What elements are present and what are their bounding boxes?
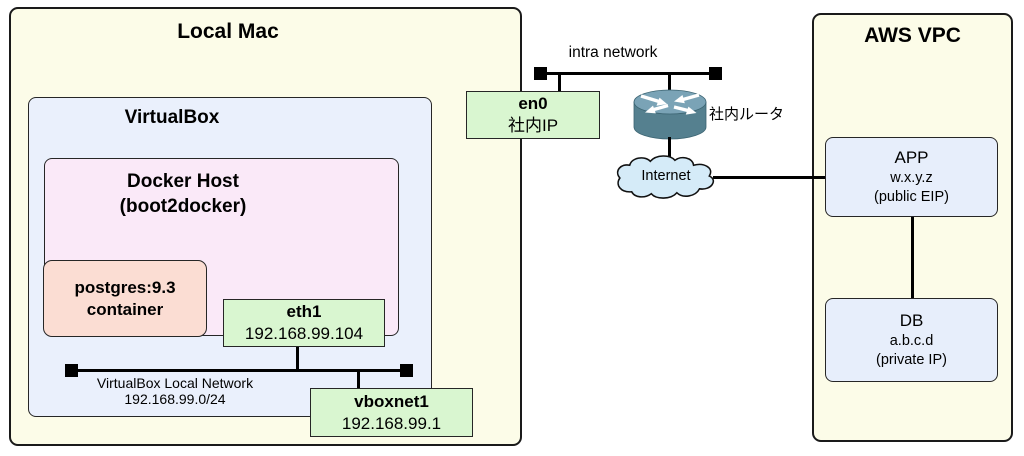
eth1-connector: [296, 345, 299, 369]
app-box: APP w.x.y.z (public EIP): [825, 137, 998, 217]
en0-box: en0 社内IP: [466, 91, 600, 139]
app-address: w.x.y.z: [890, 170, 933, 187]
router-internet-connector: [668, 137, 671, 159]
vboxnet1-connector: [357, 369, 360, 389]
vbox-bus-right-endpoint: [400, 364, 413, 377]
db-address: a.b.c.d: [889, 333, 934, 350]
docker-host-title-line1: Docker Host: [127, 171, 239, 192]
eth1-box: eth1 192.168.99.104: [223, 299, 385, 347]
app-name: APP: [894, 147, 929, 167]
internet-label: Internet: [641, 168, 691, 184]
vbox-network-label: VirtualBox Local Network 192.168.99.0/24: [70, 375, 280, 407]
vboxnet1-box: vboxnet1 192.168.99.1: [310, 388, 473, 437]
vbox-network-cidr-label: 192.168.99.0/24: [124, 390, 226, 407]
en0-name: en0: [518, 94, 548, 114]
db-name: DB: [899, 310, 924, 330]
vbox-bus-line: [71, 369, 401, 372]
eth1-ip: 192.168.99.104: [244, 324, 364, 343]
en0-ip: 社内IP: [507, 116, 559, 135]
app-note: (public EIP): [874, 189, 949, 206]
internet-app-connector: [713, 176, 827, 179]
intra-bus-right-endpoint: [709, 67, 722, 80]
docker-host-title-line2: (boot2docker): [119, 196, 247, 218]
internet-cloud-icon: [616, 155, 714, 199]
intra-network-label: intra network: [568, 44, 658, 61]
local-mac-title: Local Mac: [177, 20, 279, 43]
aws-vpc-title: AWS VPC: [864, 24, 961, 47]
eth1-name: eth1: [286, 302, 322, 322]
postgres-container-box: postgres:9.3 container: [43, 260, 207, 337]
intra-bus-left-endpoint: [534, 67, 547, 80]
docker-host-title: Docker Host (boot2docker): [44, 169, 322, 220]
app-db-connector: [911, 217, 914, 298]
vboxnet1-ip: 192.168.99.1: [341, 413, 442, 433]
vbox-bus-left-endpoint: [65, 364, 78, 377]
router-connector: [668, 74, 671, 92]
vboxnet1-name: vboxnet1: [354, 391, 429, 411]
postgres-title-line2: container: [86, 299, 164, 319]
virtualbox-title: VirtualBox: [124, 107, 220, 128]
db-box: DB a.b.c.d (private IP): [825, 298, 998, 382]
router-label: 社内ルータ: [709, 106, 785, 123]
db-note: (private IP): [876, 352, 947, 369]
en0-connector: [558, 74, 561, 92]
intra-bus-line: [546, 72, 714, 75]
vbox-network-name-label: VirtualBox Local Network: [96, 375, 254, 391]
postgres-title-line1: postgres:9.3: [74, 278, 176, 298]
router-icon: [633, 89, 707, 140]
